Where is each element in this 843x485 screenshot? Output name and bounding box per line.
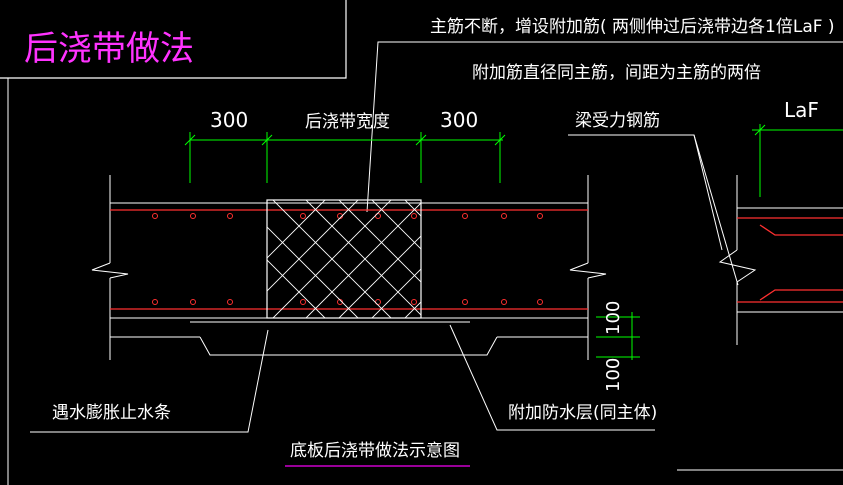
beam-rebar-hooks [737,217,843,303]
note-leader [366,41,412,213]
title-frame [0,0,347,79]
dim-laf: LaF [784,98,819,122]
label-waterproof-layer: 附加防水层(同主体) [508,403,657,423]
label-beam-rebar: 梁受力钢筋 [575,111,660,131]
drawing-caption: 底板后浇带做法示意图 [290,441,460,461]
rebar-dots [152,213,543,305]
post-cast-strip-hatch [266,199,422,319]
note-additional-rebar: 附加筋直径同主筋，间距为主筋的两倍 [472,63,761,83]
dim-right-300: 300 [440,108,478,132]
laf-dimension [752,124,843,197]
dim-100-top: 100 [603,301,624,335]
drawing-title: 后浇带做法 [24,29,194,69]
dim-100-bottom: 100 [603,358,624,392]
beam-section [718,175,843,345]
slab-section [91,175,607,360]
dim-left-300: 300 [210,108,248,132]
dimension-line [184,132,506,183]
label-water-stop: 遇水膨胀止水条 [52,403,171,423]
dim-band-width: 后浇带宽度 [305,112,390,132]
beam-rebar-leader-2 [693,134,739,286]
vertical-dimension [596,312,640,360]
leader-lines [30,324,655,433]
rebar-lines [110,209,588,310]
note-main-rebar: 主筋不断，增设附加筋( 两侧伸过后浇带边各1倍LaF ) [430,17,835,37]
